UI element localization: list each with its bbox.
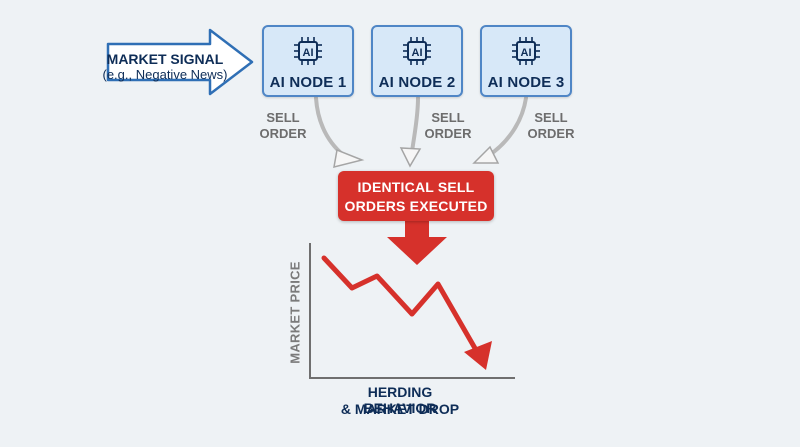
ai-chip-icon: AI (294, 37, 322, 65)
result-line-1: IDENTICAL SELL (357, 179, 475, 195)
sell-arrow-2-head (399, 147, 422, 168)
result-down-arrow (387, 221, 447, 265)
ai-node-1-label: AI NODE 1 (269, 74, 347, 91)
sell-arrow-1 (314, 96, 352, 162)
ai-node-2: AI AI NODE 2 (371, 25, 463, 97)
ai-node-3-label: AI NODE 3 (487, 74, 565, 91)
chart-caption-line-1: HERDING BEHAVIOR (363, 384, 437, 416)
sell-arrow-1-head (333, 148, 365, 169)
svg-text:AI: AI (521, 47, 532, 59)
identical-sell-orders-box: IDENTICAL SELL ORDERS EXECUTED (338, 171, 494, 221)
chart-caption-line-2: & MARKET DROP (340, 401, 460, 417)
sell-arrow-3-head (472, 145, 500, 164)
market-signal-title: MARKET SIGNAL (106, 51, 224, 67)
result-line-2: ORDERS EXECUTED (344, 198, 488, 214)
market-signal-arrow (106, 28, 254, 96)
ai-chip-icon: AI (403, 37, 431, 65)
ai-node-3: AI AI NODE 3 (480, 25, 572, 97)
ai-node-2-label: AI NODE 2 (378, 74, 456, 91)
chart-y-axis-label: MARKET PRICE (287, 261, 303, 364)
price-drop-line (321, 255, 479, 353)
market-signal-subtitle: (e.g., Negative News) (102, 67, 228, 82)
svg-text:AI: AI (412, 47, 423, 59)
svg-text:AI: AI (303, 47, 314, 59)
ai-chip-icon: AI (512, 37, 540, 65)
price-drop-arrowhead (464, 341, 492, 370)
ai-node-1: AI AI NODE 1 (262, 25, 354, 97)
